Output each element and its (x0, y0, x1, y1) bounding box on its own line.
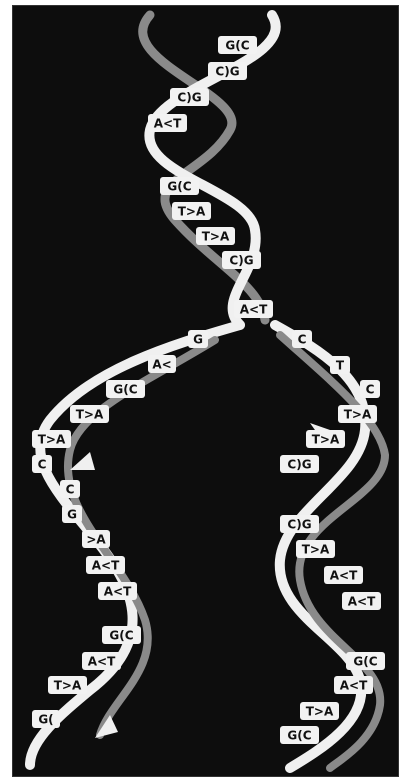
base-label: G(C (109, 629, 133, 643)
parent-base-pair: T>A (196, 227, 235, 245)
left-daughter-base-pair: G (188, 330, 208, 348)
parent-base-pair: G(C (160, 177, 199, 195)
left-daughter-base-pair: T>A (32, 430, 71, 448)
left-daughter-base-pair: A<T (98, 582, 137, 600)
base-label: A<T (348, 595, 376, 609)
right-daughter-base-pair: C)G (280, 515, 319, 533)
base-label: C (38, 458, 47, 472)
base-label: A<T (240, 303, 268, 317)
right-daughter-base-pair: G(C (346, 652, 385, 670)
base-label: >A (86, 533, 106, 547)
parent-base-pair: T>A (172, 202, 211, 220)
base-label: C (298, 333, 307, 347)
base-label: T (336, 359, 345, 373)
base-label: G (193, 333, 203, 347)
base-label: G( (38, 713, 53, 727)
left-daughter-base-pair: G( (32, 710, 60, 728)
left-daughter-base-pair: A<T (86, 556, 125, 574)
left-daughter-base-pair: T>A (48, 676, 87, 694)
right-daughter-base-pair: A<T (334, 676, 373, 694)
left-daughter-base-pair: G(C (106, 380, 145, 398)
base-label: G(C (167, 180, 191, 194)
right-daughter-base-pair: G(C (280, 726, 319, 744)
parent-base-pair: G(C (218, 36, 257, 54)
left-daughter-base-pair: A< (148, 355, 176, 373)
base-label: T>A (76, 408, 104, 422)
right-daughter-base-pair: A<T (324, 566, 363, 584)
right-daughter-base-pair: T>A (306, 430, 345, 448)
base-label: T>A (178, 205, 206, 219)
right-daughter-base-pair: C)G (280, 455, 319, 473)
base-label: C)G (229, 254, 253, 268)
left-daughter-base-pair: G (62, 505, 82, 523)
left-daughter-base-pair: C (60, 480, 80, 498)
base-label: G(C (225, 39, 249, 53)
right-daughter-base-pair: C (360, 380, 380, 398)
base-label: C)G (287, 518, 311, 532)
left-daughter-base-pair: >A (82, 530, 110, 548)
base-label: A<T (92, 559, 120, 573)
base-label: T>A (38, 433, 66, 447)
right-daughter-base-pair: T (330, 356, 350, 374)
base-label: T>A (344, 408, 372, 422)
parent-base-pair: C)G (208, 62, 247, 80)
left-daughter-base-pair: G(C (102, 626, 141, 644)
base-label: T>A (302, 543, 330, 557)
parent-base-pair: A<T (148, 114, 187, 132)
base-label: G (67, 508, 77, 522)
base-label: C)G (215, 65, 239, 79)
base-label: T>A (54, 679, 82, 693)
base-label: T>A (312, 433, 340, 447)
right-daughter-base-pair: A<T (342, 592, 381, 610)
right-daughter-base-pair: T>A (300, 702, 339, 720)
base-label: T>A (202, 230, 230, 244)
base-label: A<T (88, 655, 116, 669)
parent-base-pair: C)G (170, 88, 209, 106)
parent-base-pair: A<T (234, 300, 273, 318)
base-label: G(C (287, 729, 311, 743)
base-label: G(C (353, 655, 377, 669)
base-label: T>A (306, 705, 334, 719)
left-daughter-base-pair: T>A (70, 405, 109, 423)
base-label: A<T (330, 569, 358, 583)
right-daughter-base-pair: T>A (296, 540, 335, 558)
parent-base-pair: C)G (222, 251, 261, 269)
base-label: A< (152, 358, 171, 372)
base-label: C (66, 483, 75, 497)
right-daughter-base-pair: T>A (338, 405, 377, 423)
base-label: C)G (177, 91, 201, 105)
base-label: C)G (287, 458, 311, 472)
left-upper-arrow (70, 452, 95, 470)
left-daughter-base-pair: C (32, 455, 52, 473)
left-daughter-base-pair: A<T (82, 652, 121, 670)
right-daughter-base-pair: C (292, 330, 312, 348)
base-label: C (366, 383, 375, 397)
base-label: A<T (340, 679, 368, 693)
base-label: A<T (104, 585, 132, 599)
base-label: G(C (113, 383, 137, 397)
base-label: A<T (154, 117, 182, 131)
